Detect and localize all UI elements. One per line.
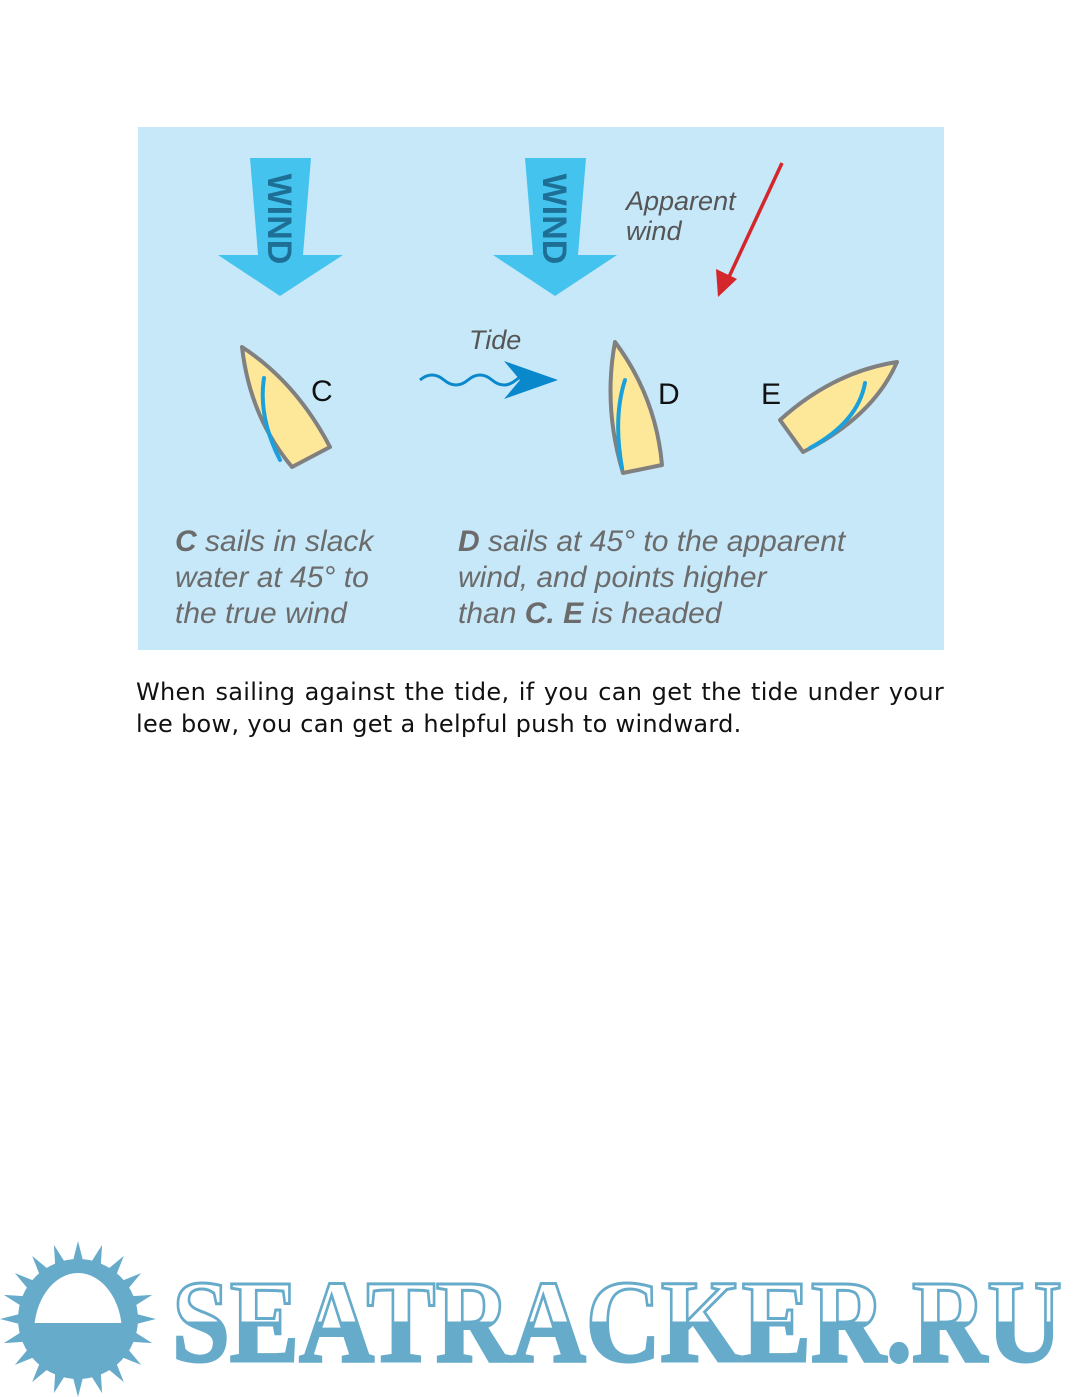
boat-c xyxy=(240,345,332,469)
caption-line: water at 45° to xyxy=(175,561,369,594)
diagram-graphic: WIND WIND Apparent wind Tide C xyxy=(218,158,899,475)
caption-bold: D xyxy=(458,525,480,558)
wind-arrow-right: WIND xyxy=(493,158,617,296)
caption-line: than xyxy=(458,597,525,630)
body-paragraph: When sailing against the tide, if you ca… xyxy=(136,678,944,738)
boat-e xyxy=(778,360,899,454)
boat-c-label: C xyxy=(311,375,333,408)
boat-e-label: E xyxy=(761,378,781,411)
caption-bold: E xyxy=(563,597,584,630)
tide-arrow xyxy=(419,361,558,399)
caption-bold: C. xyxy=(524,597,555,630)
caption-left: C sails in slack water at 45° to the tru… xyxy=(175,524,373,632)
caption-line: sails at 45° to the apparent xyxy=(479,525,846,558)
logo-text: SEATRACKER.RU xyxy=(172,1256,1062,1387)
caption-line: the true wind xyxy=(175,597,347,630)
sun-icon xyxy=(0,1241,156,1397)
boat-d-label: D xyxy=(658,378,680,411)
apparent-wind-arrow xyxy=(716,162,784,297)
caption-line: wind, and points higher xyxy=(458,561,767,594)
caption-bold: C xyxy=(175,525,197,558)
caption-space xyxy=(555,597,563,630)
caption-line: is headed xyxy=(583,597,722,630)
tide-label: Tide xyxy=(469,325,521,355)
caption-line: sails in slack xyxy=(196,525,374,558)
wind-label: WIND xyxy=(260,174,298,265)
tide-diagram: WIND WIND Apparent wind Tide C xyxy=(138,127,944,650)
boat-d xyxy=(608,340,664,475)
wind-arrow-left: WIND xyxy=(218,158,343,296)
apparent-wind-label: Apparent wind xyxy=(624,186,743,246)
wind-label: WIND xyxy=(535,174,573,265)
caption-right: D sails at 45° to the apparent wind, and… xyxy=(458,524,845,632)
seatracker-logo[interactable]: SEATRACKER.RU xyxy=(0,1235,1080,1397)
